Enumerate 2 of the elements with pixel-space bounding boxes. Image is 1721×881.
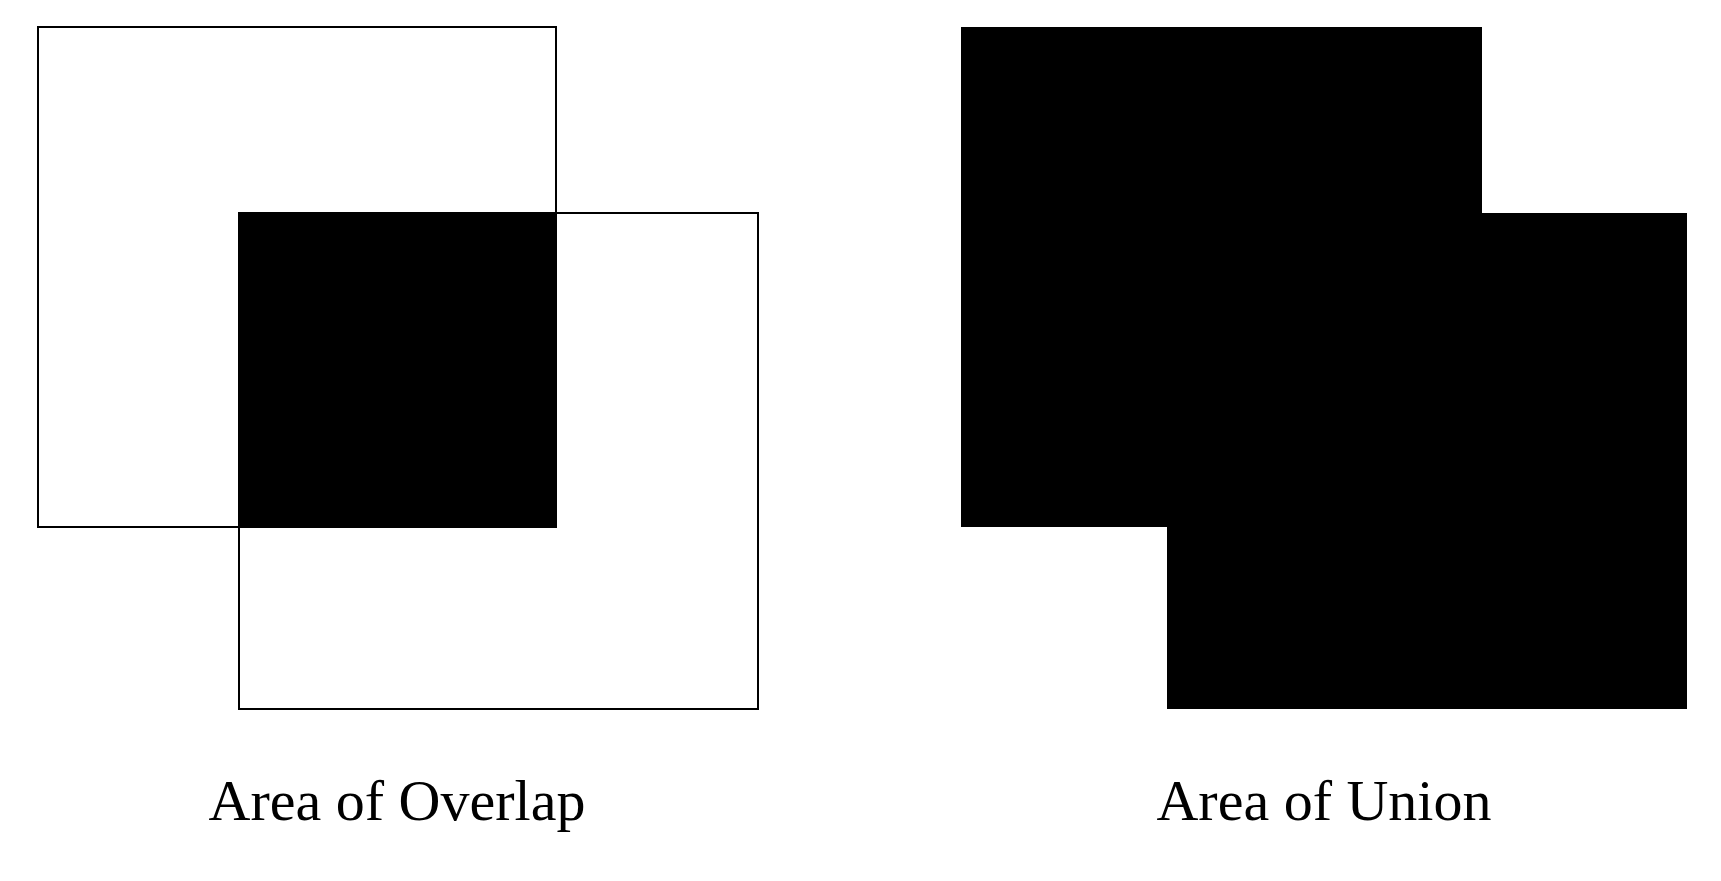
figure-caption: Area of Overlap bbox=[208, 772, 586, 830]
figure-caption: Area of Union bbox=[1156, 772, 1492, 830]
